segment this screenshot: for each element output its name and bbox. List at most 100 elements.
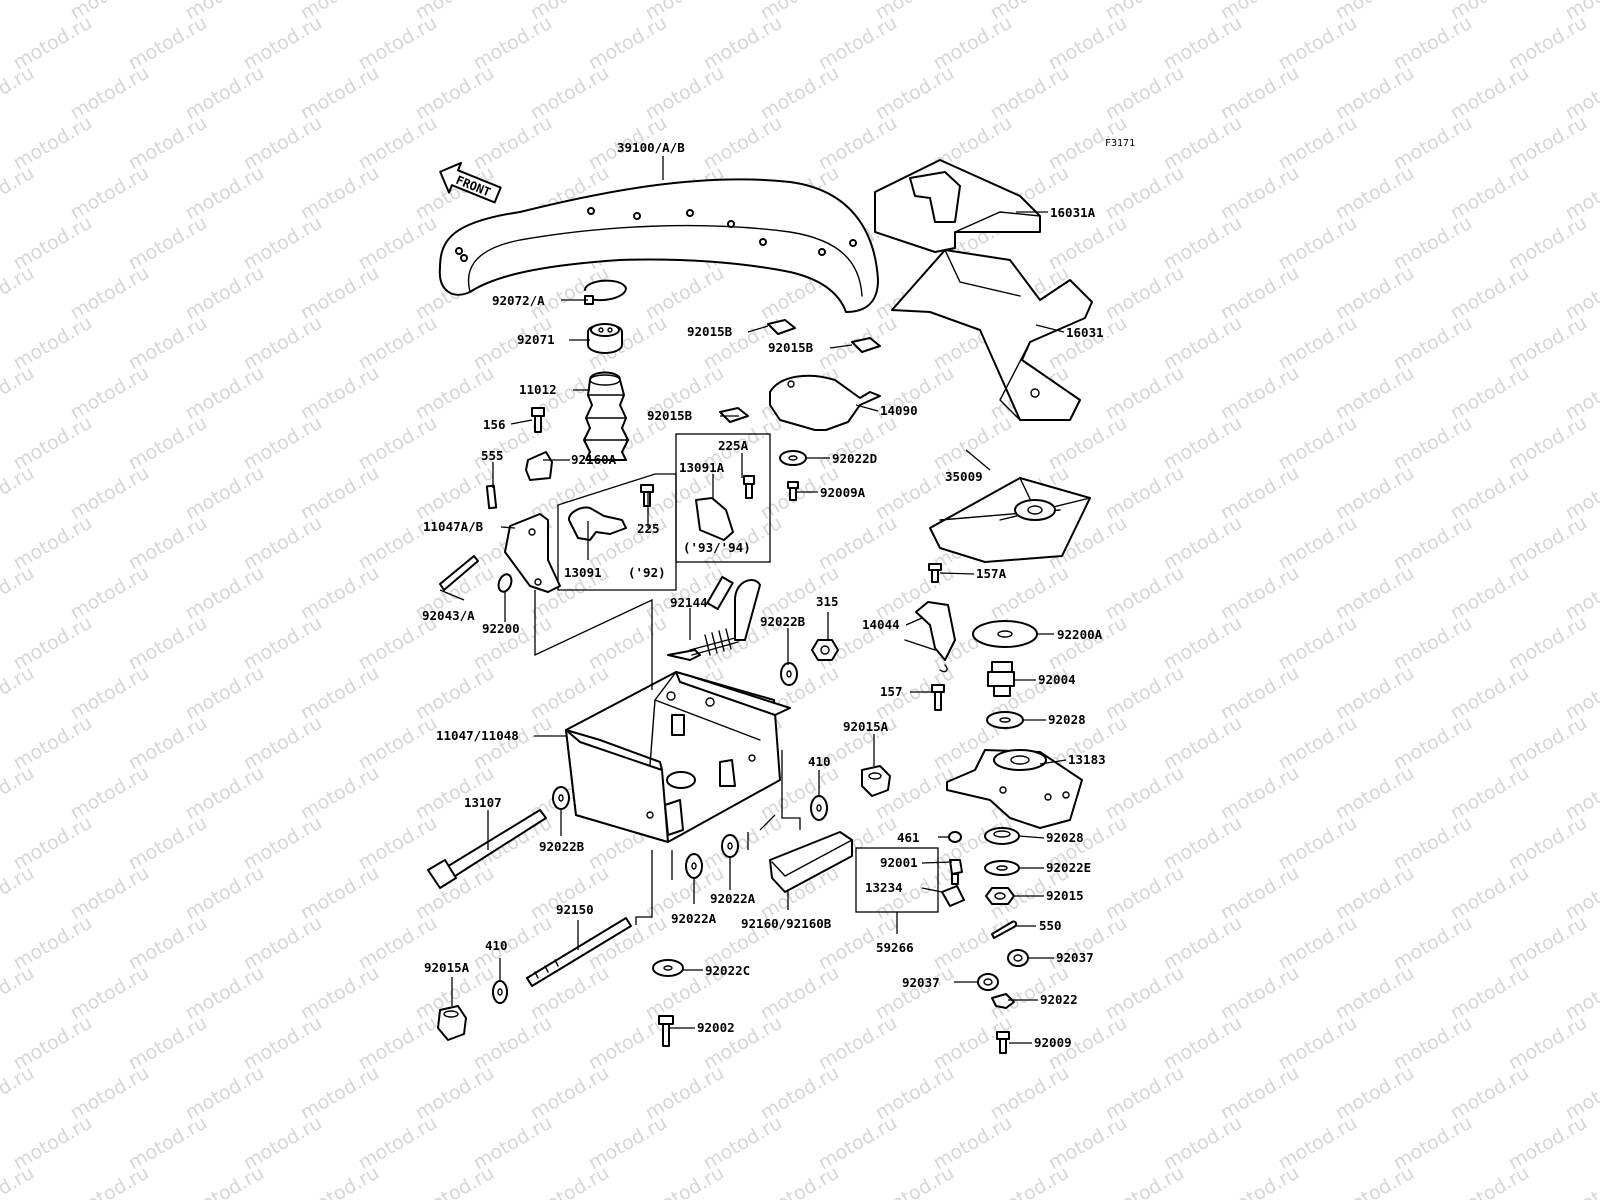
washer-92022a-1 bbox=[685, 853, 703, 879]
watermark-text: motod.ru bbox=[412, 1162, 498, 1200]
bracket-14090 bbox=[769, 374, 881, 431]
label-13091: 13091 bbox=[564, 565, 602, 580]
bolt-157a bbox=[928, 563, 942, 583]
label-92001: 92001 bbox=[880, 855, 918, 870]
label-11047ab: 11047A/B bbox=[423, 519, 484, 534]
part-labels: 39100/A/B 16031A 16031 92072/A 92071 920… bbox=[422, 140, 1106, 1050]
label-14090: 14090 bbox=[880, 403, 918, 418]
label-92015a-2: 92015A bbox=[424, 960, 470, 975]
label-92160a: 92160A bbox=[571, 452, 617, 467]
nut-92015b-2 bbox=[851, 337, 881, 353]
nut-92015b-3 bbox=[719, 407, 749, 423]
pin-550 bbox=[991, 920, 1018, 939]
watermark-text: motod.ru bbox=[1217, 1162, 1303, 1200]
label-16031a: 16031A bbox=[1050, 205, 1096, 220]
label-39100: 39100/A/B bbox=[617, 140, 685, 155]
inset-box-13091 bbox=[557, 473, 677, 591]
inset-box-59266 bbox=[855, 847, 965, 934]
leader-lines bbox=[439, 156, 1067, 1044]
bolt-92002 bbox=[658, 1015, 674, 1047]
label-13234: 13234 bbox=[865, 880, 903, 895]
label-92015b-2: 92015B bbox=[768, 340, 814, 355]
label-59266: 59266 bbox=[876, 940, 914, 955]
label-225a: 225A bbox=[718, 438, 749, 453]
damper-92160a bbox=[525, 451, 553, 481]
label-92022c: 92022C bbox=[705, 963, 750, 978]
fender bbox=[438, 178, 879, 313]
watermark-text: motod.ru bbox=[0, 762, 38, 825]
watermark-text: motod.ru bbox=[182, 1162, 268, 1200]
watermark-text: motod.ru bbox=[1562, 1162, 1600, 1200]
label-92022: 92022 bbox=[1040, 992, 1078, 1007]
label-550: 550 bbox=[1039, 918, 1062, 933]
label-225: 225 bbox=[637, 521, 660, 536]
label-92009: 92009 bbox=[1034, 1035, 1072, 1050]
watermark-text: motod.ru bbox=[987, 1162, 1073, 1200]
watermark-text: motod.ru bbox=[0, 662, 38, 725]
screw-92009a bbox=[787, 481, 799, 501]
watermark-text: motod.ru bbox=[0, 462, 38, 525]
screw-92009 bbox=[996, 1031, 1010, 1054]
label-92200: 92200 bbox=[482, 621, 520, 636]
watermark-text: motod.ru bbox=[1447, 1162, 1533, 1200]
washer-92022a-2 bbox=[721, 834, 739, 858]
figure-code: F3171 bbox=[1105, 138, 1135, 149]
label-92004: 92004 bbox=[1038, 672, 1076, 687]
pin-555 bbox=[485, 484, 498, 510]
watermark-text: motod.ru bbox=[0, 262, 38, 325]
label-92022e: 92022E bbox=[1046, 860, 1091, 875]
washer-92022e bbox=[984, 860, 1020, 876]
label-92200a: 92200A bbox=[1057, 627, 1103, 642]
clamp-92037-2 bbox=[977, 973, 999, 991]
watermark-text: motod.ru bbox=[872, 1162, 958, 1200]
nut-315 bbox=[811, 639, 839, 661]
watermark-text: motod.ru bbox=[757, 1162, 843, 1200]
washer-92022c bbox=[652, 959, 684, 977]
washer-92022b-1 bbox=[780, 662, 798, 686]
label-92: ('92) bbox=[628, 565, 666, 580]
label-92022a-2: 92022A bbox=[710, 891, 756, 906]
label-461: 461 bbox=[897, 830, 920, 845]
label-13091a: 13091A bbox=[679, 460, 725, 475]
washer-92028-2 bbox=[984, 827, 1020, 845]
bolt-157 bbox=[931, 684, 945, 711]
label-92037-1: 92037 bbox=[1056, 950, 1094, 965]
cover-16031 bbox=[891, 249, 1093, 421]
label-92015b-1: 92015B bbox=[687, 324, 733, 339]
cover-16031a bbox=[874, 159, 1041, 253]
plate-13183 bbox=[946, 749, 1083, 829]
label-92043a: 92043/A bbox=[422, 608, 475, 623]
label-92002: 92002 bbox=[697, 1020, 735, 1035]
label-92015a-1: 92015A bbox=[843, 719, 889, 734]
washer-410-1 bbox=[810, 795, 828, 821]
label-92028-2: 92028 bbox=[1046, 830, 1084, 845]
watermark-text: motod.ru bbox=[0, 562, 38, 625]
label-92160-92160b: 92160/92160B bbox=[741, 916, 832, 931]
clamp-92072a bbox=[584, 279, 627, 305]
watermark-text: motod.ru bbox=[642, 1162, 728, 1200]
label-92022b-2: 92022B bbox=[539, 839, 585, 854]
label-11047-11048: 11047/11048 bbox=[436, 728, 519, 743]
clamp-92037-1 bbox=[1007, 949, 1029, 967]
label-555: 555 bbox=[481, 448, 504, 463]
label-156: 156 bbox=[483, 417, 506, 432]
washer-410-2 bbox=[492, 980, 508, 1004]
clip-14044 bbox=[904, 601, 956, 673]
label-92037-2: 92037 bbox=[902, 975, 940, 990]
nut-92015 bbox=[985, 887, 1015, 905]
nut-92015a-1 bbox=[861, 765, 891, 797]
nut-92015b-1 bbox=[767, 319, 796, 335]
watermark-text: motod.ru bbox=[1102, 1162, 1188, 1200]
watermark-text: motod.ru bbox=[0, 0, 38, 24]
label-92009a: 92009A bbox=[820, 485, 866, 500]
label-16031: 16031 bbox=[1066, 325, 1104, 340]
label-92072a: 92072/A bbox=[492, 293, 545, 308]
grommet-92071 bbox=[587, 323, 623, 354]
label-92015b-3: 92015B bbox=[647, 408, 693, 423]
label-410-1: 410 bbox=[808, 754, 831, 769]
damper-92160 bbox=[769, 831, 853, 893]
label-92028-1: 92028 bbox=[1048, 712, 1086, 727]
